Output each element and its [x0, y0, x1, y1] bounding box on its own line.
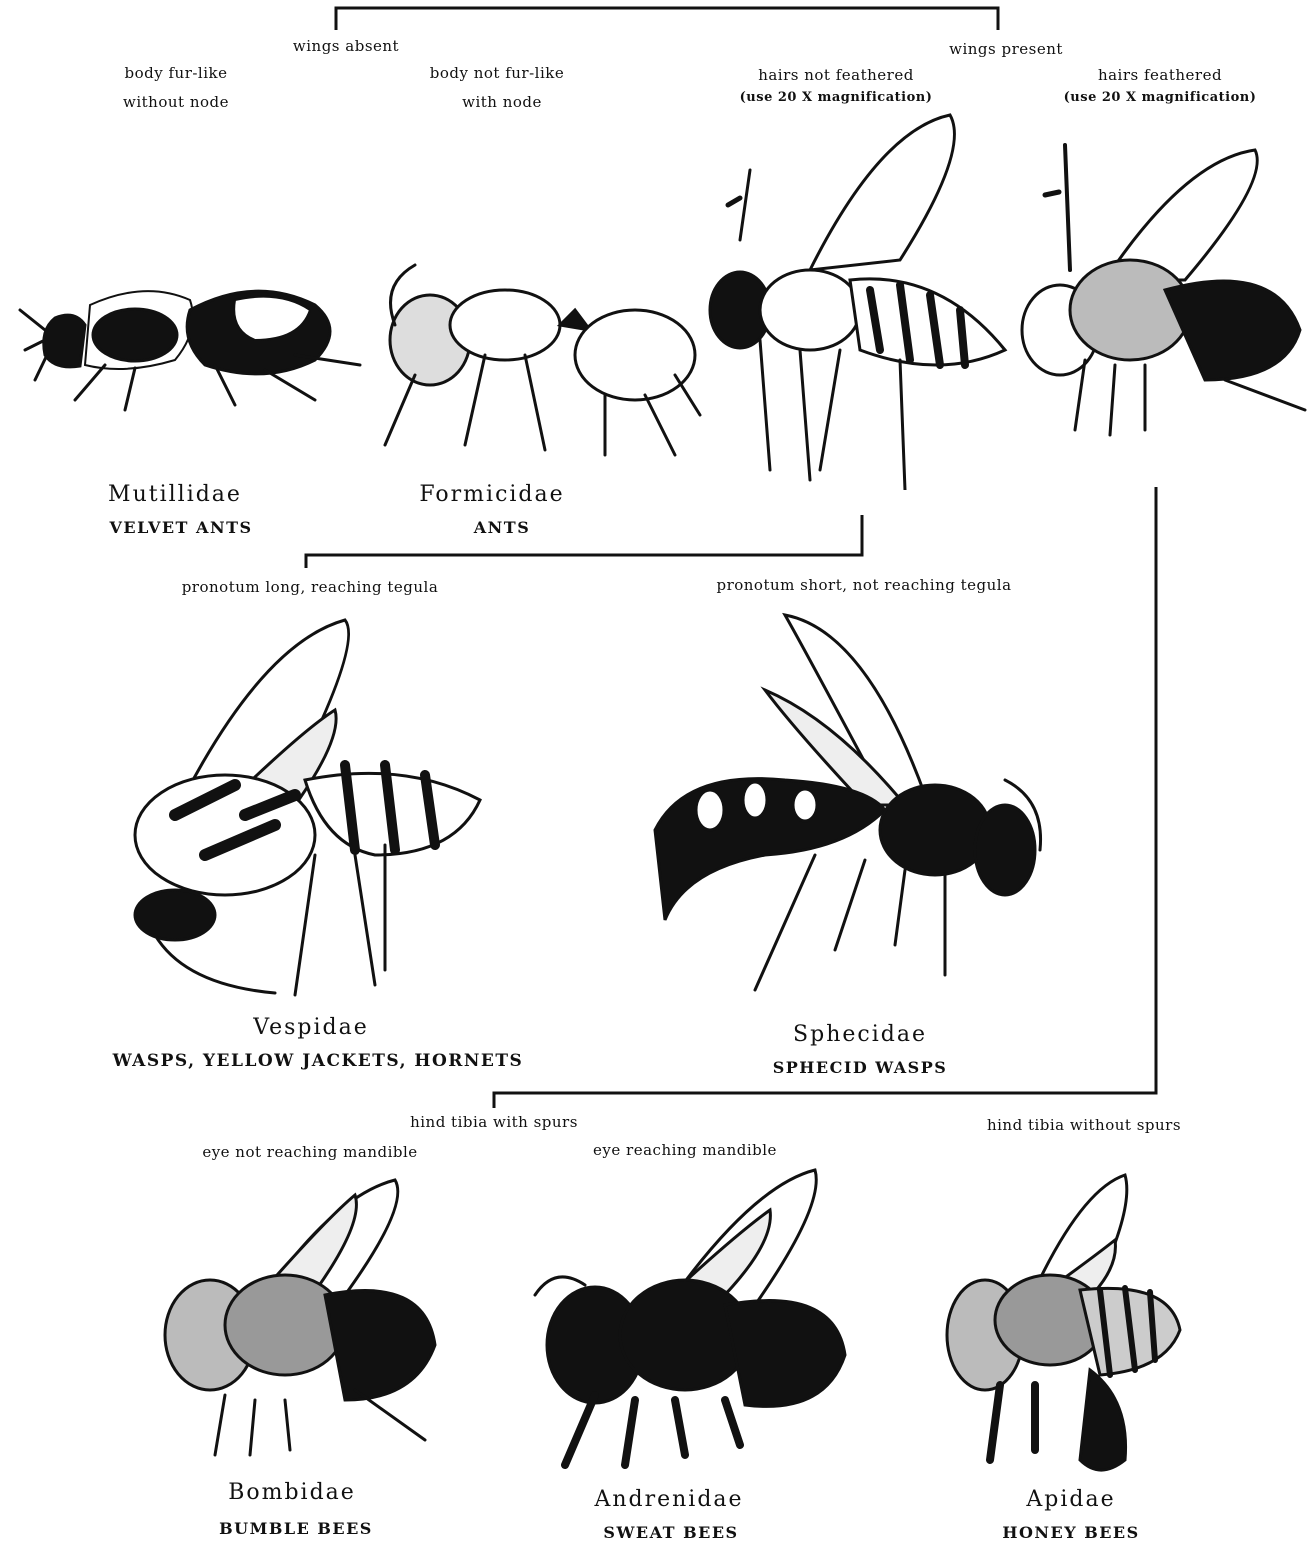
- velvet-ant-illustration: [15, 270, 370, 420]
- wasp-hairs-not-feathered-illustration: [700, 110, 1010, 490]
- label-hairs-feathered: hairs feathered: [1098, 66, 1222, 84]
- family-vespidae: Vespidae: [253, 1015, 369, 1040]
- label-eye-not-reaching-mandible: eye not reaching mandible: [202, 1143, 417, 1161]
- bee-hairs-feathered-illustration: [1015, 140, 1314, 440]
- bracket-wings: [336, 8, 998, 30]
- family-sphecidae: Sphecidae: [793, 1022, 927, 1047]
- family-mutillidae: Mutillidae: [108, 482, 242, 507]
- label-pronotum-long: pronotum long, reaching tegula: [182, 578, 439, 596]
- label-without-node: without node: [123, 93, 229, 111]
- vespid-wasp-illustration: [125, 615, 485, 1000]
- label-eye-reaching-mandible: eye reaching mandible: [593, 1141, 777, 1159]
- family-formicidae: Formicidae: [419, 482, 564, 507]
- label-hairs-not-feathered: hairs not feathered: [758, 66, 914, 84]
- label-hind-tibia-with-spurs: hind tibia with spurs: [410, 1113, 578, 1131]
- label-pronotum-short: pronotum short, not reaching tegula: [716, 576, 1011, 594]
- label-wings-present: wings present: [949, 40, 1063, 58]
- family-apidae: Apidae: [1026, 1487, 1115, 1512]
- common-ants: ANTS: [474, 518, 531, 537]
- sweat-bee-illustration: [525, 1165, 860, 1475]
- label-magnification-2: (use 20 X magnification): [1064, 90, 1257, 105]
- label-magnification-1: (use 20 X magnification): [740, 90, 933, 105]
- label-wings-absent: wings absent: [293, 37, 399, 55]
- label-body-not-fur-like: body not fur-like: [430, 64, 564, 82]
- label-body-fur-like: body fur-like: [125, 64, 228, 82]
- common-velvet-ants: VELVET ANTS: [109, 518, 252, 537]
- sphecid-wasp-illustration: [645, 610, 1055, 1005]
- ant-illustration: [375, 245, 705, 465]
- common-honey-bees: HONEY BEES: [1002, 1523, 1139, 1542]
- common-wasps-yellow-jackets-hornets: WASPS, YELLOW JACKETS, HORNETS: [113, 1051, 524, 1071]
- label-with-node: with node: [462, 93, 542, 111]
- common-sphecid-wasps: SPHECID WASPS: [773, 1058, 948, 1077]
- honey-bee-illustration: [940, 1170, 1190, 1485]
- family-andrenidae: Andrenidae: [594, 1487, 743, 1512]
- bumble-bee-illustration: [155, 1175, 455, 1460]
- bracket-pronotum: [306, 515, 862, 568]
- common-bumble-bees: BUMBLE BEES: [219, 1519, 373, 1538]
- common-sweat-bees: SWEAT BEES: [603, 1523, 738, 1542]
- label-hind-tibia-without-spurs: hind tibia without spurs: [987, 1116, 1181, 1134]
- family-bombidae: Bombidae: [228, 1480, 356, 1505]
